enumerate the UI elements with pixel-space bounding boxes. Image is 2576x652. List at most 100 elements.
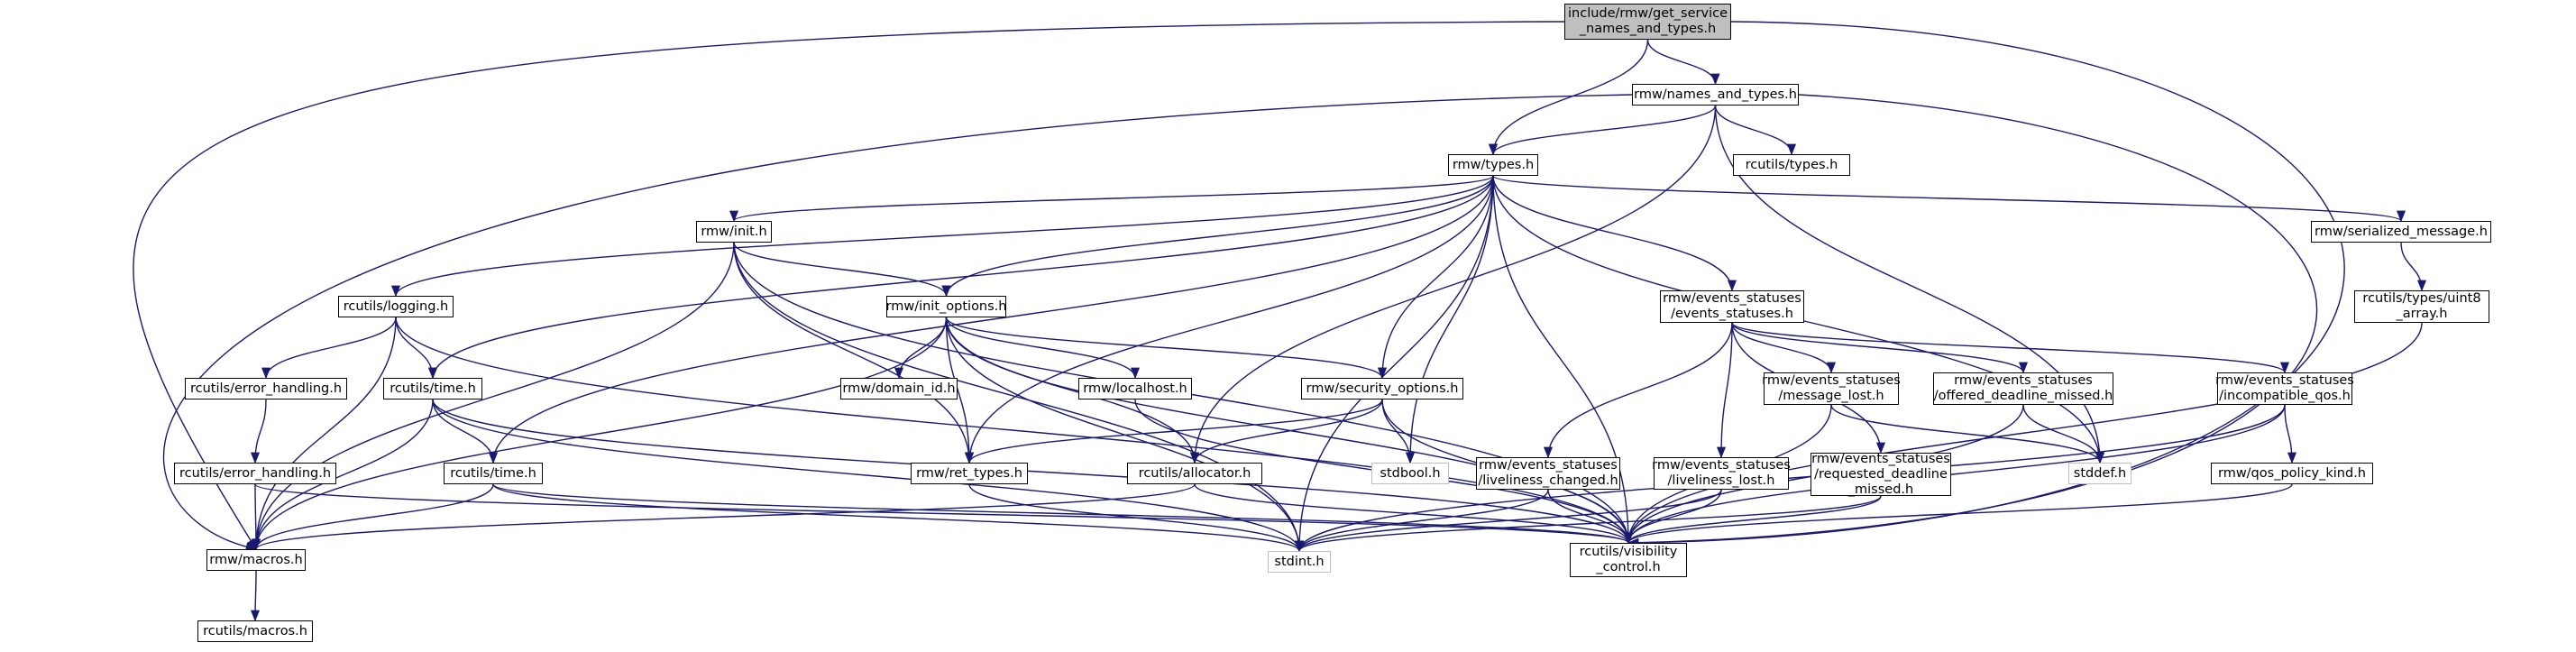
node-error-handling-h2[interactable]: rcutils/error_handling.h [174,463,336,484]
edge-types-to-ret-types [965,175,1494,464]
node-error-handling-h1[interactable]: rcutils/error_handling.h [185,378,347,399]
node-label: rmw/types.h [1452,157,1535,172]
node-security-options[interactable]: rmw/security_options.h [1301,378,1463,399]
node-ret-types[interactable]: rmw/ret_types.h [911,463,1028,484]
node-domain-id[interactable]: rmw/domain_id.h [840,378,958,399]
node-localhost[interactable]: rmw/localhost.h [1078,378,1192,399]
node-label: rcutils/types.h [1745,157,1838,172]
edge-init-to-macros [251,242,735,551]
node-label: stdint.h [1274,554,1325,569]
node-label: rmw/qos_policy_kind.h [2217,465,2366,481]
node-serialized-message[interactable]: rmw/serialized_message.h [2311,221,2491,243]
node-label: rcutils/time.h [390,381,476,396]
node-label: rmw/names_and_types.h [1634,87,1797,102]
edge-names-and-types-to-macros [162,94,1633,552]
edge-uint8-array-to-visibility-control [1624,322,2423,545]
edge-types-to-stdint [1294,175,1494,553]
edge-incompatible-qos-to-visibility-control [1624,404,2286,545]
node-events-statuses[interactable]: rmw/events_statuses /events_statuses.h [1660,290,1804,323]
node-init-options[interactable]: rmw/init_options.h [886,296,1006,317]
node-rcutils-time-2[interactable]: rcutils/time.h [444,463,543,484]
edge-incompatible-qos-to-stdint [1295,404,2286,553]
edge-init-options-to-stdint [945,317,1305,553]
edge-types-to-rcutils-time-1 [428,175,1494,380]
node-label: rcutils/logging.h [343,298,449,314]
edge-rcutils-time-1-to-stdint [432,399,1304,553]
edge-error-handling-h1-to-error-handling-h2 [250,399,267,464]
edge-names-and-types-to-allocator [1189,105,1717,464]
node-label: stddef.h [2073,465,2127,481]
edge-requested-deadline-missed-to-visibility-control [1624,495,1882,545]
edge-types-to-events-statuses [1492,175,1737,292]
edge-security-options-to-allocator [1190,399,1383,464]
node-rcutils-types[interactable]: rcutils/types.h [1733,154,1850,176]
node-init[interactable]: rmw/init.h [696,221,772,243]
node-types[interactable]: rmw/types.h [1448,154,1538,176]
node-rcutils-logging[interactable]: rcutils/logging.h [338,296,454,317]
node-label: rmw/ret_types.h [916,465,1022,481]
node-label: stdbool.h [1380,465,1441,481]
edge-macros-to-rcutils-macros [250,570,261,622]
node-requested-deadline-missed[interactable]: rmw/events_statuses /requested_deadline … [1811,451,1951,497]
node-uint8-array[interactable]: rcutils/types/uint8 _array.h [2354,290,2489,323]
node-label: rmw/events_statuses /liveliness_changed.… [1478,458,1618,488]
edge-init-options-to-ret-types [945,317,975,464]
node-label: include/rmw/get_service _names_and_types… [1568,6,1728,36]
edge-qos-policy-kind-to-visibility-control [1624,483,2293,545]
edge-rcutils-time-1-to-visibility-control [432,399,1633,545]
edge-events-statuses-to-offered-deadline-missed [1731,322,2028,374]
node-label: rcutils/allocator.h [1138,465,1251,481]
edge-types-to-serialized-message [1492,175,2406,223]
node-stdint: stdint.h [1268,551,1331,573]
edge-types-to-rcutils-logging [391,175,1494,298]
node-rcutils-macros[interactable]: rcutils/macros.h [197,620,313,642]
edge-names-and-types-to-visibility-control [1627,94,2318,547]
node-liveliness-changed[interactable]: rmw/events_statuses /liveliness_changed.… [1476,457,1620,490]
edge-types-to-stdbool [1405,175,1494,464]
edge-root-to-names-and-types [1646,39,1720,86]
node-label: rmw/events_statuses /requested_deadline … [1811,451,1950,497]
node-label: rmw/init_options.h [885,298,1007,314]
node-rcutils-time-1[interactable]: rcutils/time.h [383,378,482,399]
edge-init-options-to-localhost [945,317,1140,380]
node-label: rmw/init.h [701,224,767,239]
edge-requested-deadline-missed-to-stdint [1295,495,1882,553]
edge-events-statuses-to-incompatible-qos [1731,322,2289,374]
edge-rcutils-logging-to-rcutils-time-1 [395,317,438,380]
edge-rcutils-logging-to-visibility-control [395,317,1633,545]
edge-rcutils-time-1-to-macros [251,399,434,551]
edge-security-options-to-stdbool [1381,399,1416,464]
node-names-and-types[interactable]: rmw/names_and_types.h [1632,84,1799,106]
edge-init-options-to-macros [252,317,948,551]
edge-ret-types-to-stdint [968,483,1304,553]
edge-rcutils-time-2-to-stdint [492,483,1304,553]
edge-types-to-init [729,175,1494,223]
node-label: rmw/events_statuses /liveliness_lost.h [1652,458,1791,488]
node-label: rmw/events_statuses /offered_deadline_mi… [1933,373,2113,403]
node-label: rmw/security_options.h [1306,381,1459,396]
node-incompatible-qos[interactable]: rmw/events_statuses /incompatible_qos.h [2215,372,2354,405]
node-label: rmw/domain_id.h [842,381,956,396]
edge-root-to-macros [133,21,1565,551]
node-label: rcutils/time.h [450,465,536,481]
node-stdbool: stdbool.h [1371,463,1449,484]
edge-error-handling-h2-to-visibility-control [254,483,1633,545]
edge-root-to-types [1488,39,1649,156]
node-offered-deadline-missed[interactable]: rmw/events_statuses /offered_deadline_mi… [1933,372,2113,405]
node-root: include/rmw/get_service _names_and_types… [1564,4,1731,40]
edge-allocator-to-macros [252,483,1196,551]
edge-liveliness-lost-to-stdint [1295,489,1722,553]
edge-init-to-ret-types [733,242,975,464]
edge-rcutils-time-2-to-macros [252,483,494,551]
edge-names-and-types-to-types [1489,105,1717,156]
node-allocator[interactable]: rcutils/allocator.h [1127,463,1262,484]
edge-init-to-init-options [733,242,951,298]
node-message-lost[interactable]: rmw/events_statuses /message_lost.h [1762,372,1901,405]
node-label: rcutils/types/uint8 _array.h [2362,291,2481,321]
edge-types-to-init-options [941,175,1494,298]
node-liveliness-lost[interactable]: rmw/events_statuses /liveliness_lost.h [1652,457,1791,490]
node-qos-policy-kind[interactable]: rmw/qos_policy_kind.h [2211,463,2373,484]
node-macros[interactable]: rmw/macros.h [206,549,306,571]
node-visibility-control[interactable]: rcutils/visibility _control.h [1570,543,1687,577]
edge-allocator-to-visibility-control [1194,483,1633,545]
